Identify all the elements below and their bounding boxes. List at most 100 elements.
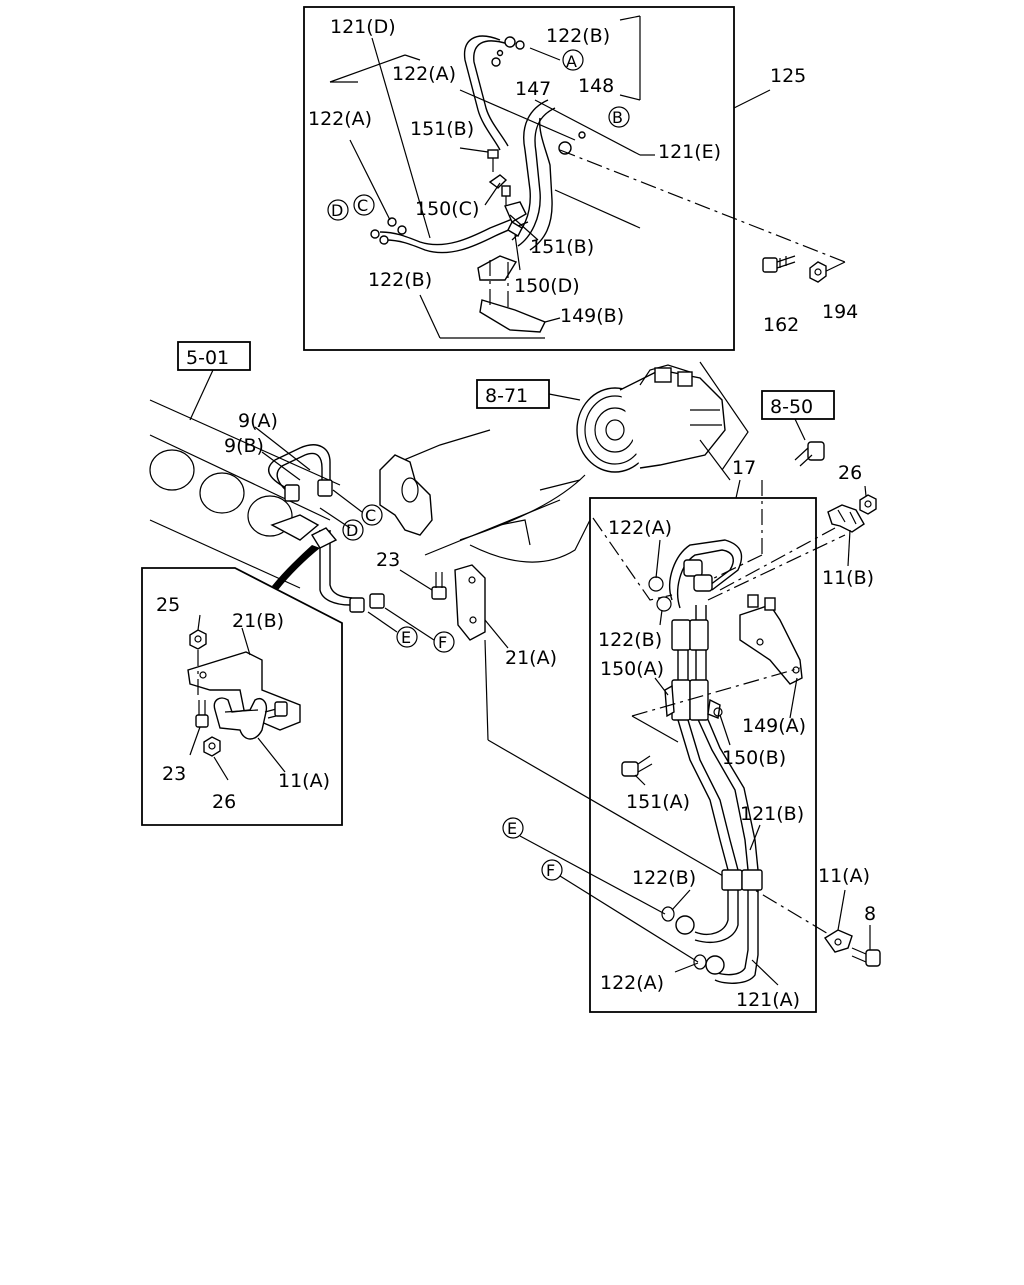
svg-text:8-71: 8-71	[485, 385, 528, 407]
label-23-mid: 23	[376, 549, 400, 571]
label-122a-r2: 122(A)	[600, 972, 664, 994]
ref-box-8-71: 8-71	[476, 379, 581, 409]
svg-text:B: B	[612, 108, 623, 127]
label-11a-right: 11(A)	[818, 865, 870, 887]
svg-text:E: E	[507, 819, 517, 838]
nut-194	[809, 261, 827, 283]
fitting-122b-top	[504, 36, 525, 50]
bolt-151b-top	[487, 149, 499, 172]
bolt-850	[794, 441, 825, 467]
marker-e-low: E	[502, 817, 524, 839]
bolt-162	[762, 255, 796, 273]
label-11b: 11(B)	[822, 567, 874, 589]
pipe-121d	[463, 35, 509, 151]
label-150b: 150(B)	[722, 747, 786, 769]
marker-d-mid: D	[342, 519, 364, 541]
label-122a-top: 122(A)	[392, 63, 456, 85]
bolt-151a	[621, 755, 653, 777]
label-194: 194	[822, 301, 858, 323]
label-151b-mid: 151(B)	[530, 236, 594, 258]
fitting-122a-left	[387, 217, 407, 235]
label-149b: 149(B)	[560, 305, 624, 327]
marker-f-mid: F	[433, 631, 455, 653]
leaders-top	[329, 15, 846, 339]
svg-text:8-50: 8-50	[770, 396, 813, 418]
svg-text:A: A	[566, 52, 577, 71]
pipe-9a-9b	[268, 444, 353, 606]
label-9a: 9(A)	[238, 410, 278, 432]
inset-box-17	[589, 479, 817, 1013]
label-25: 25	[156, 594, 180, 616]
label-9b: 9(B)	[224, 435, 264, 457]
engine-bracket	[379, 454, 433, 536]
svg-text:5-01: 5-01	[186, 347, 229, 369]
svg-text:F: F	[438, 633, 447, 652]
label-122a-r1: 122(A)	[608, 517, 672, 539]
engine-block	[149, 399, 591, 589]
label-122b-r2: 122(B)	[632, 867, 696, 889]
label-122a-left: 122(A)	[308, 108, 372, 130]
label-8: 8	[864, 903, 876, 925]
label-121a: 121(A)	[736, 989, 800, 1011]
svg-text:F: F	[546, 861, 555, 880]
inset-box-125	[303, 6, 735, 351]
marker-a-top: A	[562, 49, 584, 71]
svg-text:D: D	[346, 521, 358, 540]
label-122b-mid: 122(B)	[368, 269, 432, 291]
svg-text:C: C	[365, 506, 376, 525]
bolt-23-mid	[431, 572, 447, 600]
label-150a: 150(A)	[600, 658, 664, 680]
compressor	[576, 361, 749, 473]
bolt-23-inset	[195, 700, 209, 728]
pipe-121a	[694, 890, 759, 984]
label-21b: 21(B)	[232, 610, 284, 632]
leaders-inset	[189, 614, 286, 781]
label-122b-top: 122(B)	[546, 25, 610, 47]
clamp-11b	[827, 504, 865, 533]
fittings-right	[648, 559, 763, 975]
fitting-147	[491, 49, 504, 67]
label-11a-inset: 11(A)	[278, 770, 330, 792]
connector-upper-right	[592, 439, 846, 601]
label-26-inset: 26	[212, 791, 236, 813]
bolt-8	[851, 947, 881, 967]
inset-box-left	[141, 567, 343, 826]
marker-f-low: F	[541, 859, 563, 881]
nut-26-right	[859, 494, 877, 515]
svg-text:C: C	[357, 196, 368, 215]
label-850-17: 17	[732, 457, 756, 479]
fitting-122b-mid	[370, 229, 389, 245]
label-147: 147	[515, 78, 551, 100]
arrow-to-inset	[272, 545, 320, 590]
clamp-11a-inset	[213, 697, 288, 740]
label-121e: 121(E)	[658, 141, 721, 163]
label-148: 148	[578, 75, 614, 97]
label-26-right: 26	[838, 462, 862, 484]
label-150c: 150(C)	[415, 198, 479, 220]
label-21a: 21(A)	[505, 647, 557, 669]
leaders-right	[519, 485, 871, 986]
label-149a: 149(A)	[742, 715, 806, 737]
svg-text:E: E	[401, 628, 411, 647]
ref-box-5-01: 5-01	[177, 341, 251, 421]
bracket-21a	[454, 564, 486, 641]
leaders-21a	[484, 619, 831, 936]
clip-150c	[488, 174, 511, 206]
label-121d: 121(D)	[330, 16, 396, 38]
nut-26-inset	[203, 736, 221, 757]
clamp-11a-right	[823, 929, 853, 953]
nut-25	[189, 629, 207, 650]
fittings-9	[270, 479, 385, 613]
label-23-inset: 23	[162, 763, 186, 785]
marker-c-mid: C	[361, 504, 383, 526]
marker-b-top: B	[608, 106, 630, 128]
label-121b: 121(B)	[740, 803, 804, 825]
label-122b-r1: 122(B)	[598, 629, 662, 651]
marker-d-top: D	[327, 199, 349, 221]
label-162: 162	[763, 314, 799, 336]
bracket-149b	[477, 255, 546, 333]
label-125: 125	[770, 65, 806, 87]
label-150d: 150(D)	[514, 275, 580, 297]
ref-box-8-50: 8-50	[761, 390, 835, 441]
